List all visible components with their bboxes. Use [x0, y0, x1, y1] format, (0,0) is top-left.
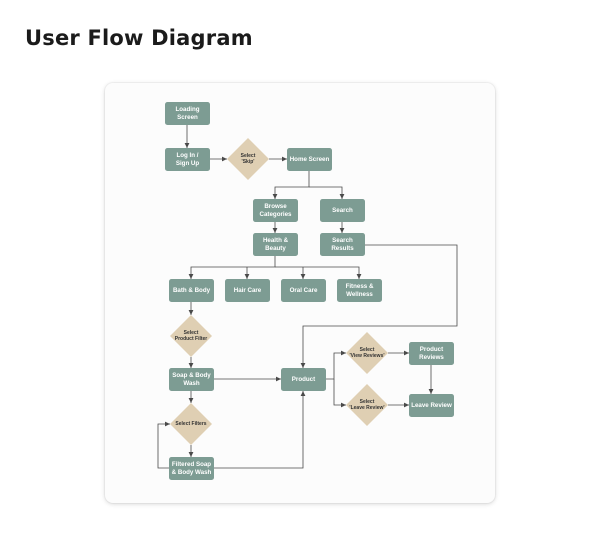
decision-skip-shape — [227, 138, 269, 180]
nodes-filtered-label: Filtered Soap — [172, 461, 211, 468]
connector-arrow — [157, 421, 170, 469]
node-results-shape — [320, 233, 365, 256]
connector-arrow — [326, 350, 346, 380]
nodes-login-label: Sign Up — [176, 160, 200, 167]
nodes-fitness-label: Wellness — [346, 291, 373, 298]
connector-arrow — [300, 244, 458, 368]
nodes-results-label: Results — [331, 245, 354, 252]
decision-skip: Select'Skip' — [227, 138, 269, 180]
nodes-oral-label: Oral Care — [290, 287, 318, 294]
connector-arrow — [214, 391, 306, 469]
nodes-search-label: Search — [332, 207, 353, 214]
nodes-fitness-label: Fitness & — [346, 283, 374, 290]
nodes-reviews-label: Product — [420, 346, 443, 353]
node-fitness-shape — [337, 279, 382, 302]
nodes-browse-label: Categories — [260, 211, 293, 218]
nodes-filtered-label: & Body Wash — [172, 469, 212, 476]
flow-connectors — [157, 125, 458, 469]
decisions-view-label: Select — [360, 347, 375, 353]
nodes-health-label: Beauty — [265, 245, 286, 252]
node-login: Log In /Sign Up — [165, 148, 210, 171]
connector-arrow — [333, 379, 346, 408]
node-health: Health &Beauty — [253, 233, 298, 256]
decision-filter-shape — [170, 315, 212, 357]
node-loading-shape — [165, 102, 210, 125]
nodes-health-label: Health & — [263, 237, 289, 244]
nodes-home-label: Home Screen — [290, 156, 330, 163]
page-title: User Flow Diagram — [25, 26, 253, 50]
node-bath: Bath & Body — [169, 279, 214, 302]
decisions-skip-label: Select — [241, 153, 256, 159]
decision-view-shape — [346, 332, 388, 374]
node-search: Search — [320, 199, 365, 222]
decisions-skip-label: 'Skip' — [242, 159, 255, 165]
nodes-soap-label: Wash — [183, 380, 199, 387]
nodes-loading-label: Screen — [177, 114, 198, 121]
connector-arrow — [275, 266, 362, 279]
node-leave-shape — [409, 394, 454, 417]
node-product-shape — [281, 368, 326, 391]
node-login-shape — [165, 148, 210, 171]
node-oral: Oral Care — [281, 279, 326, 302]
connector-arrow — [309, 186, 345, 199]
node-bath-shape — [169, 279, 214, 302]
node-product: Product — [281, 368, 326, 391]
nodes-soap-label: Soap & Body — [172, 372, 211, 379]
decision-leave-shape — [346, 384, 388, 426]
nodes-login-label: Log In / — [177, 152, 199, 159]
nodes-product-label: Product — [292, 376, 315, 383]
node-home-shape — [287, 148, 332, 171]
nodes-hair-label: Hair Care — [234, 287, 262, 294]
decision-view: Select'View Reviews' — [346, 332, 388, 374]
connector-arrow — [188, 256, 276, 279]
decision-filters: Select Filters — [170, 403, 212, 445]
nodes-browse-label: Browse — [264, 203, 287, 210]
decision-filters-shape — [170, 403, 212, 445]
node-browse-shape — [253, 199, 298, 222]
connector-arrow — [272, 171, 310, 199]
decisions-view-label: 'View Reviews' — [349, 353, 384, 359]
decisions-filters-label: Select Filters — [175, 421, 206, 427]
node-soap-shape — [169, 368, 214, 391]
node-filtered: Filtered Soap& Body Wash — [169, 457, 214, 480]
node-health-shape — [253, 233, 298, 256]
decisions-leave-label: 'Leave Review' — [349, 405, 384, 411]
node-reviews-shape — [409, 342, 454, 365]
decision-leave: Select'Leave Review' — [346, 384, 388, 426]
node-leave: Leave Review — [409, 394, 454, 417]
decisions-filter-label: Product Filter — [175, 336, 208, 342]
node-search-shape — [320, 199, 365, 222]
node-hair: Hair Care — [225, 279, 270, 302]
node-fitness: Fitness &Wellness — [337, 279, 382, 302]
node-filtered-shape — [169, 457, 214, 480]
node-oral-shape — [281, 279, 326, 302]
nodes-reviews-label: Reviews — [419, 354, 444, 361]
nodes-loading-label: Loading — [175, 106, 199, 113]
nodes-leave-label: Leave Review — [411, 402, 452, 409]
decisions-filter-label: Select — [184, 330, 199, 336]
decisions-leave-label: Select — [360, 399, 375, 405]
node-home: Home Screen — [287, 148, 332, 171]
nodes-bath-label: Bath & Body — [173, 287, 211, 294]
node-hair-shape — [225, 279, 270, 302]
nodes-results-label: Search — [332, 237, 353, 244]
